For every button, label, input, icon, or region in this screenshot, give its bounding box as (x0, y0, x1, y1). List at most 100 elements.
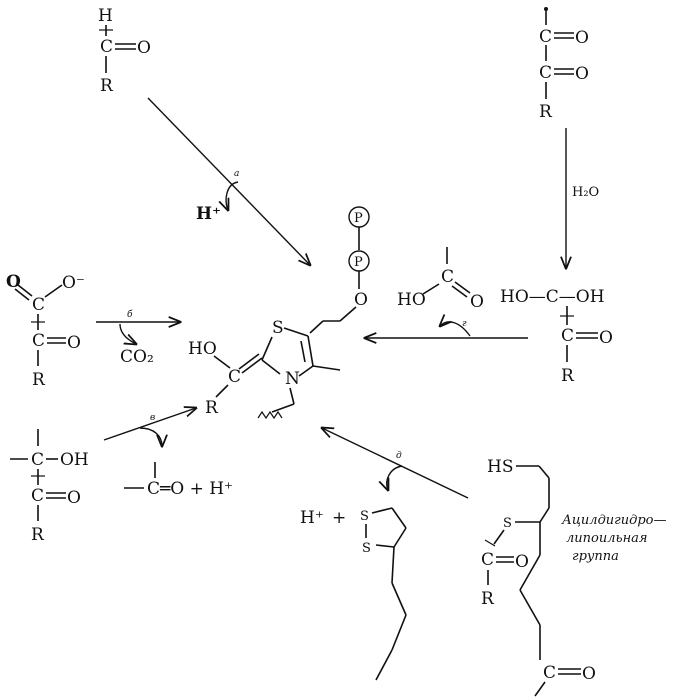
atom-s: S (503, 516, 512, 531)
atom-o: O (515, 552, 529, 572)
atom-c: C (228, 367, 241, 387)
ring-bond (261, 336, 273, 361)
atom-c: C (100, 37, 113, 57)
double-bond (454, 281, 471, 294)
methyl-bond (312, 365, 341, 371)
ring-bond (298, 365, 314, 377)
bond (519, 554, 541, 591)
atom-c: C (31, 486, 44, 506)
bond (422, 283, 440, 295)
atom-r: R (31, 525, 45, 545)
double-bond (238, 353, 260, 370)
atom-r: R (205, 398, 219, 418)
ring-bond (393, 527, 407, 548)
bond-tick (484, 539, 496, 547)
co2-label: CO₂ (120, 347, 154, 367)
atom-n: N (285, 369, 300, 389)
double-bond (14, 288, 30, 301)
bond (339, 306, 357, 322)
bond (538, 465, 550, 479)
ho-label: HO (188, 339, 217, 359)
arrow-g: г (365, 319, 528, 338)
bond (309, 320, 324, 334)
hydration-arrow: H₂O (566, 128, 599, 268)
lipoyl-ring: H⁺ + S S (300, 507, 407, 681)
wavy-bond (257, 410, 283, 420)
atom-o: O (470, 292, 484, 312)
atom-h: H (98, 6, 113, 26)
label-b: б (127, 309, 133, 320)
bond (539, 507, 550, 523)
aldehyde-molecule: H C O R (98, 6, 151, 96)
arrow-a: а H⁺ (147, 97, 310, 265)
reaction-arrow (322, 428, 469, 499)
bond (271, 403, 295, 413)
curved-arrow (139, 427, 162, 446)
acyl-dihydrolipoyl-group: HS S C O R C O Ацилдигидро— липоильная г… (481, 457, 667, 697)
atom-s: S (362, 541, 371, 556)
label-v: в (150, 413, 155, 423)
label-g: г (462, 319, 467, 329)
ring-bond (375, 544, 395, 548)
atom-r: R (100, 76, 114, 96)
atom-o: O (599, 328, 613, 348)
acetic-acid: C O HO (397, 247, 484, 312)
label-a: а (234, 169, 239, 179)
reaction-arrow (147, 97, 310, 265)
water-label: H₂O (572, 185, 599, 200)
hydrate-molecule: HO—C—OH C O R (500, 287, 613, 386)
reaction-arrow (103, 408, 196, 441)
acyl-label-line3: группа (572, 549, 619, 564)
chain-bond (391, 546, 395, 584)
keto-acid-molecule: O C O⁻ C O R (6, 272, 85, 390)
ring-bond (261, 359, 281, 375)
hydroxy-keto-molecule: C OH C O R (10, 429, 89, 545)
hydrate-center: HO—C—OH (500, 287, 605, 307)
atom-o: O (575, 64, 589, 84)
atom-c: C (32, 295, 45, 315)
atom-o: O (354, 290, 368, 310)
atom-o: O (582, 664, 596, 684)
bond (289, 387, 295, 405)
ring-bond (391, 507, 407, 529)
curved-arrow (119, 323, 136, 344)
atom-c: C (539, 27, 552, 47)
atom-o: O (67, 333, 81, 353)
dicarbonyl-molecule: C O C O R (539, 7, 589, 122)
atom-r: R (32, 370, 46, 390)
oh-label: OH (60, 450, 89, 470)
ring-bond (283, 327, 309, 337)
ring-bond (307, 335, 314, 367)
thiamine-intermediate: P P O S N C HO R (188, 206, 370, 420)
ring-bond (300, 340, 306, 363)
ho-label: HO (397, 290, 426, 310)
dot (544, 7, 548, 11)
atom-s: S (272, 318, 284, 338)
atom-c: C (481, 550, 494, 570)
label-d: д (396, 451, 402, 461)
chain-bond (375, 649, 393, 681)
ring-bond (371, 507, 393, 514)
atom-c: C (32, 331, 45, 351)
bond (213, 355, 231, 369)
bond (519, 589, 541, 626)
atom-c: C (31, 450, 44, 470)
arrow-d: д (322, 428, 469, 499)
curved-arrow (226, 181, 239, 210)
atom-p: P (354, 255, 363, 270)
carboxylate-o: O⁻ (62, 273, 85, 293)
arrow-v: в C═O + H⁺ (103, 408, 233, 499)
acyl-label-line1: Ацилдигидро— (561, 513, 667, 528)
atom-c: C (441, 267, 454, 287)
plus-sign: + (332, 508, 346, 528)
curved-arrow (387, 465, 403, 490)
hs-label: HS (487, 457, 513, 477)
bond (215, 384, 229, 398)
carbonyl-product: C═O + H⁺ (147, 479, 233, 499)
atom-r: R (561, 366, 575, 386)
double-bond (17, 284, 33, 297)
atom-o: O (575, 28, 589, 48)
arrow-b: б CO₂ (96, 309, 180, 367)
chain-bond (391, 582, 407, 616)
